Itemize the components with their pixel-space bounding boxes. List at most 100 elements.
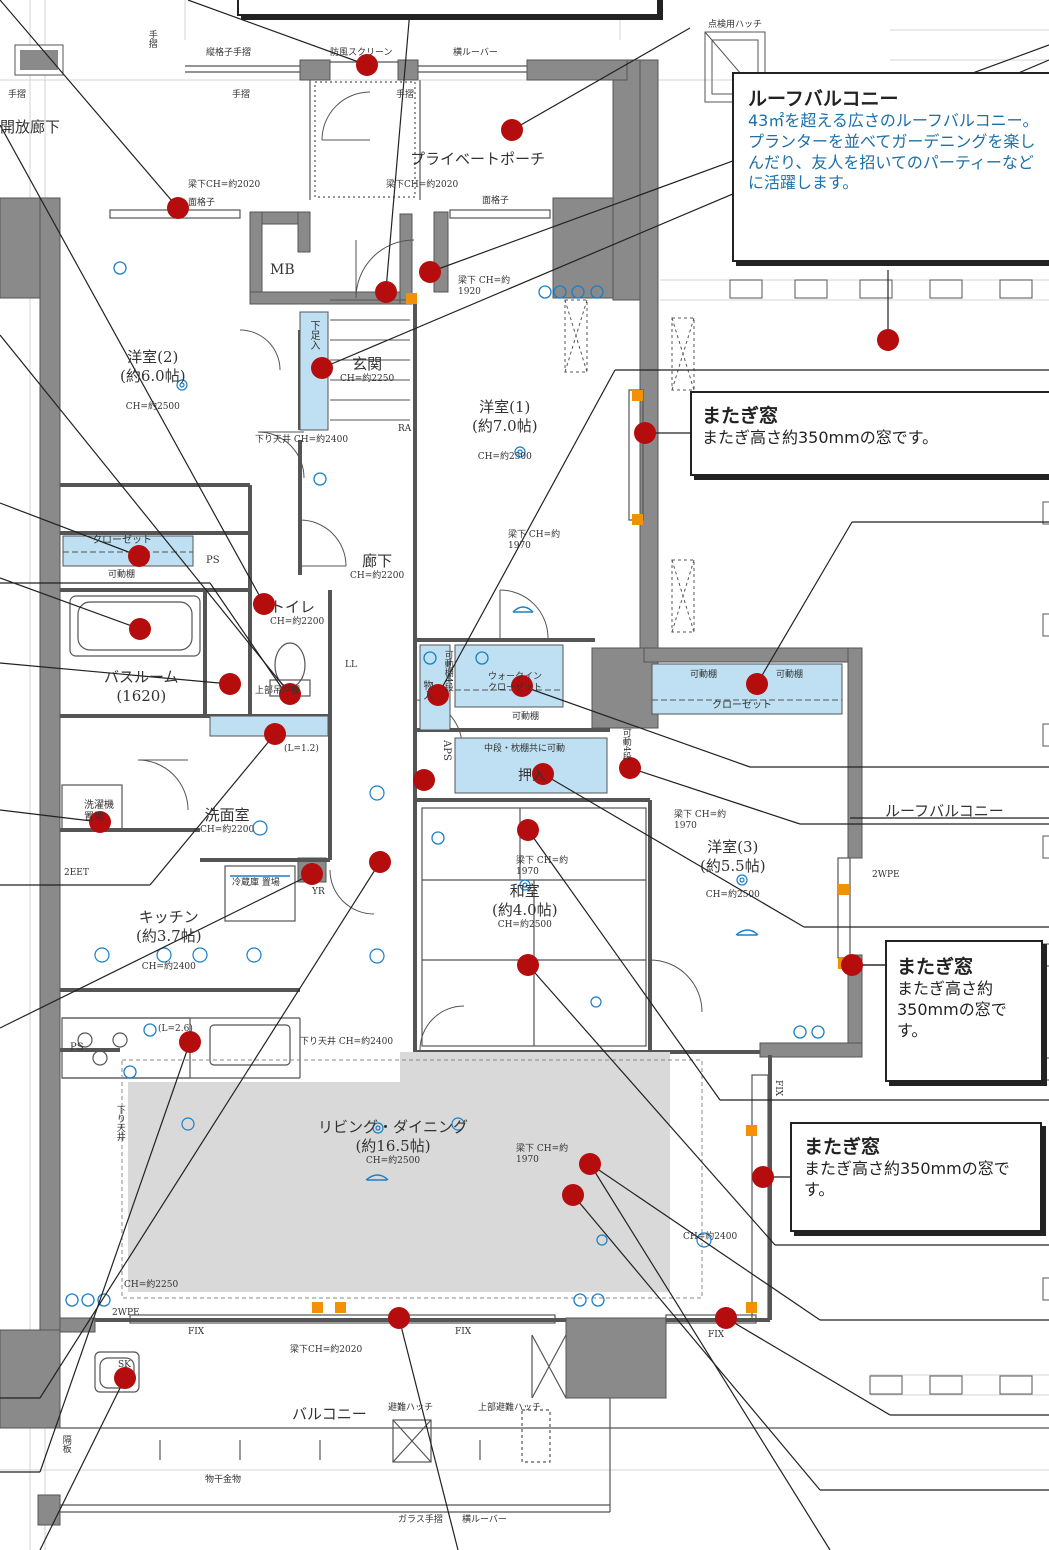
room-kitchen-ch: CH=約2400 xyxy=(141,961,196,972)
l26-label: (L=2.6) xyxy=(158,1024,193,1034)
room-western-1-ch: CH=約2500 xyxy=(477,451,532,462)
door-swings xyxy=(137,91,703,1051)
beam-1970-c: 梁下 CH=約1970 xyxy=(516,856,569,877)
inspection-hatch-label: 点検用ハッチ xyxy=(708,20,763,30)
movable-shelf-western3-a: 可動棚 xyxy=(690,670,718,680)
ll-label: LL xyxy=(345,660,357,670)
l12-label: (L=1.2) xyxy=(284,744,319,754)
window-callout-c-title: またぎ窓 xyxy=(804,1136,881,1158)
closet-x-boxes xyxy=(564,299,695,633)
room-western-1-name: 洋室(1) xyxy=(479,398,531,416)
room-living: リビング・ダイニング (約16.5帖) CH=約2500 xyxy=(318,1118,468,1167)
closet-western2-label: クローゼット xyxy=(92,535,152,546)
shoebox-label: 下足入 xyxy=(308,320,319,350)
ch-2250-label: CH=約2250 xyxy=(124,1280,179,1290)
room-living-ch: CH=約2500 xyxy=(365,1155,421,1166)
entrance-steps xyxy=(330,299,410,421)
room-genkan: 玄関 CH=約2250 xyxy=(340,355,394,385)
room-corridor: 廊下 CH=約2200 xyxy=(350,552,404,582)
sk-label: SK xyxy=(118,1360,131,1370)
roof-balcony-callout-title: ルーフバルコニー xyxy=(748,88,899,110)
room-open-corridor: 開放廊下 xyxy=(0,118,61,136)
aps-label: APS xyxy=(441,740,452,761)
room-roof-balcony: ルーフバルコニー xyxy=(885,802,1004,820)
room-washitsu-name: 和室 xyxy=(509,882,540,900)
roof-balcony-callout: ルーフバルコニー 43㎡を超える広さのルーフバルコニー。プランターを並べてガーデ… xyxy=(732,72,1049,262)
room-western-1-size: (約7.0帖) xyxy=(472,416,538,435)
louver-label: 横ルーバー xyxy=(453,48,498,58)
room-western-2-size: (約6.0帖) xyxy=(120,366,186,385)
room-living-size: (約16.5帖) xyxy=(355,1136,431,1155)
room-genkan-ch: CH=約2250 xyxy=(340,373,395,384)
beam-1970-a: 梁下 CH=約1970 xyxy=(508,530,561,551)
mb-label: MB xyxy=(270,262,295,278)
window-callout-a-body: またぎ高さ約350mmの窓です。 xyxy=(702,428,939,447)
yr-label: YR xyxy=(312,887,325,897)
tatami-grid xyxy=(421,807,647,1047)
room-washitsu: 和室 (約4.0帖) CH=約2500 xyxy=(492,882,558,931)
room-private-porch: プライベートポーチ xyxy=(410,150,546,168)
room-western-2-name: 洋室(2) xyxy=(127,348,179,366)
fix-label-b: FIX xyxy=(455,1327,472,1337)
ac-units xyxy=(230,606,759,1181)
room-western-3: 洋室(3) (約5.5帖) CH=約2500 xyxy=(700,838,766,901)
window-callout-b-title: またぎ窓 xyxy=(897,956,974,978)
beam-1920: 梁下 CH=約1920 xyxy=(458,276,511,297)
roof-railing-posts xyxy=(729,279,1049,1395)
room-genkan-name: 玄関 xyxy=(352,355,383,373)
room-western-1: 洋室(1) (約7.0帖) CH=約2500 xyxy=(472,398,538,463)
upper-cabinet-label: 上部吊戸棚 xyxy=(255,686,301,696)
glass-rail-label: ガラス手摺 xyxy=(398,1515,443,1525)
evac-hatch-label: 避難ハッチ xyxy=(388,1403,434,1413)
ceiling-lights xyxy=(94,379,748,1248)
washer-label: 洗濯機置場 xyxy=(84,800,114,823)
room-washitsu-size: (約4.0帖) xyxy=(492,900,558,919)
movable-shelf-walkin: 可動棚 xyxy=(512,712,540,722)
room-kitchen: キッチン (約3.7帖) CH=約2400 xyxy=(136,908,202,973)
drop-ceiling-top: 下り天井 CH=約2400 xyxy=(255,435,349,445)
fridge-label: 冷蔵庫 置場 xyxy=(232,878,280,888)
fix-label-c: FIX xyxy=(708,1330,725,1340)
fix-label-a: FIX xyxy=(188,1327,205,1337)
room-bathroom-name: バスルーム xyxy=(104,668,179,686)
beam-1970-d: 梁下 CH=約1970 xyxy=(516,1144,569,1165)
ps-label-bath: PS xyxy=(206,555,220,566)
room-washroom: 洗面室 CH=約2200 xyxy=(200,806,254,836)
ps-label-kitchen: PS xyxy=(70,1042,84,1053)
window-callout-c-body: またぎ高さ約350mmの窓です。 xyxy=(804,1159,1010,1199)
outlet-icons xyxy=(65,261,825,1307)
beam-1970-b: 梁下 CH=約1970 xyxy=(674,810,727,831)
living-area-fill xyxy=(121,1052,703,1299)
drying-rack-label: 物干金物 xyxy=(205,1475,242,1485)
room-corridor-ch: CH=約2200 xyxy=(350,570,405,581)
ra-label: RA xyxy=(398,424,412,434)
window-callout-b: またぎ窓 またぎ高さ約350mmの窓です。 xyxy=(885,940,1043,1082)
open-corridor-walls xyxy=(14,44,64,76)
fixtures xyxy=(61,595,311,1079)
movable-shelf-western3-b: 可動棚 xyxy=(776,670,804,680)
room-kitchen-size: (約3.7帖) xyxy=(136,926,202,945)
top-callout-box xyxy=(237,0,659,16)
room-toilet-name: トイレ xyxy=(270,598,316,616)
window-callout-c: またぎ窓 またぎ高さ約350mmの窓です。 xyxy=(790,1122,1042,1232)
eet-label: 2EET xyxy=(64,868,89,878)
beam-2020-c: 梁下CH=約2020 xyxy=(290,1345,363,1355)
room-toilet: トイレ CH=約2200 xyxy=(270,598,324,628)
walkin-closet-label: ウォークイン クローゼット xyxy=(488,672,543,693)
handrail-label-a: 手摺 xyxy=(146,30,157,48)
storage-label: 物入 xyxy=(421,680,432,700)
room-western-3-ch: CH=約2500 xyxy=(705,889,760,900)
window-callout-a-title: またぎ窓 xyxy=(702,405,779,427)
beam-2020-a: 梁下CH=約2020 xyxy=(188,180,261,190)
drop-ceiling-living: 下り天井 xyxy=(114,1105,125,1141)
window-callout-b-body: またぎ高さ約350mmの窓です。 xyxy=(897,979,1007,1040)
room-western-2: 洋室(2) (約6.0帖) CH=約2500 xyxy=(120,348,186,413)
room-washitsu-ch: CH=約2500 xyxy=(497,919,552,930)
room-western-3-size: (約5.5帖) xyxy=(700,856,766,875)
room-living-name: リビング・ダイニング xyxy=(318,1118,469,1136)
room-washroom-ch: CH=約2200 xyxy=(200,824,255,835)
beam-2020-b: 梁下CH=約2020 xyxy=(386,180,459,190)
room-western-2-ch: CH=約2500 xyxy=(125,401,180,412)
closet-western3-label: クローゼット xyxy=(712,700,772,711)
